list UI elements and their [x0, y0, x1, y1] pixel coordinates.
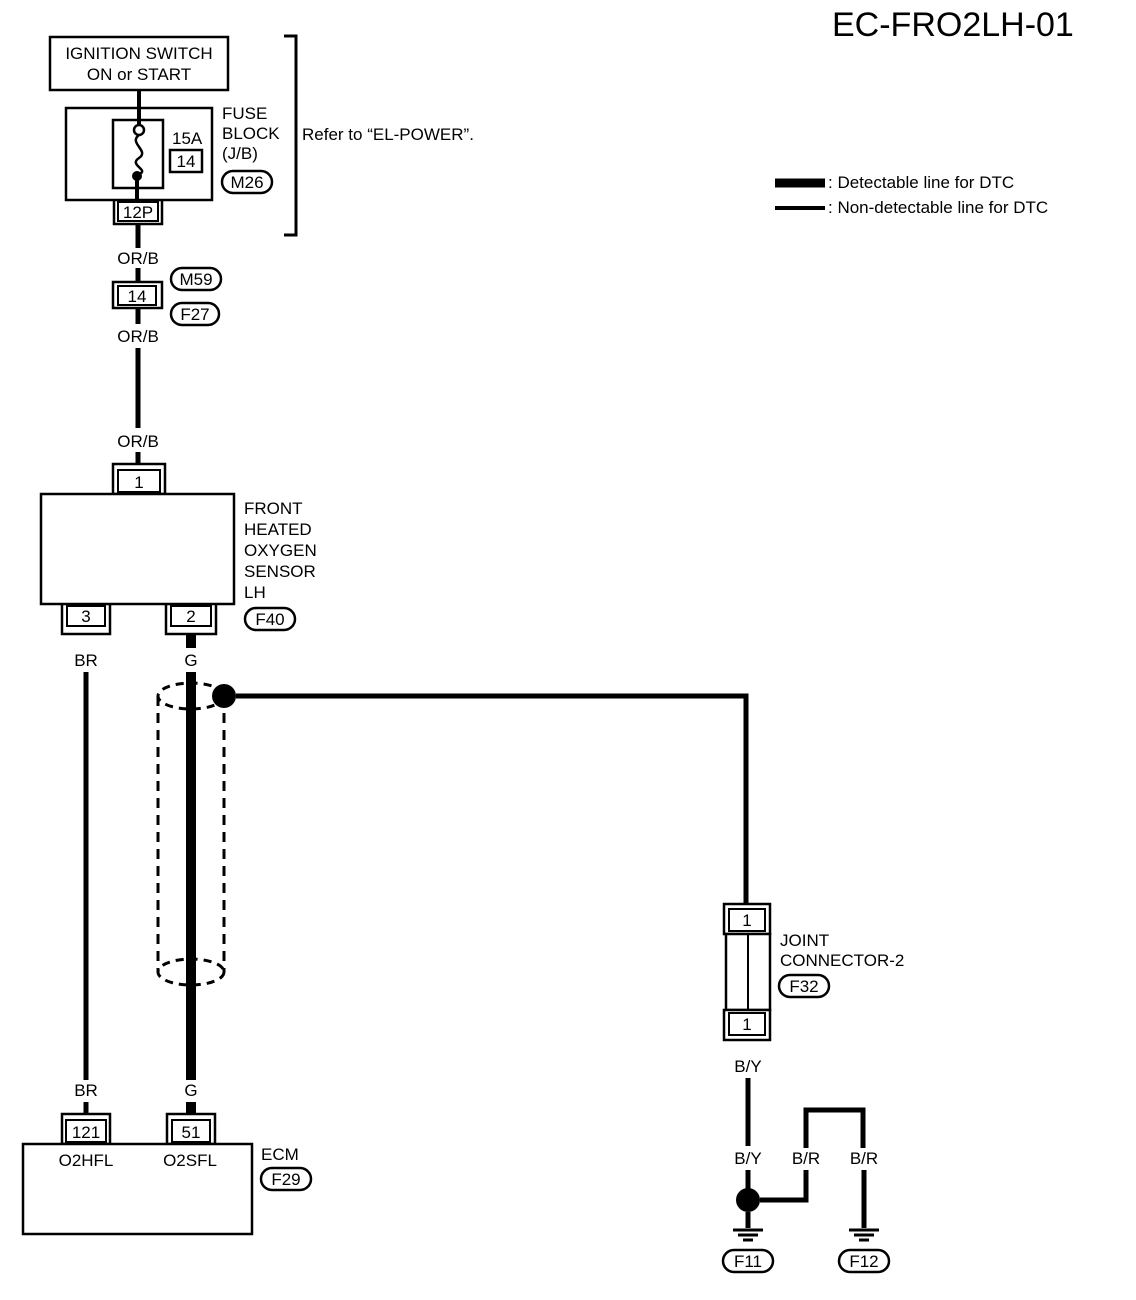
wire-br-top: BR: [74, 651, 98, 670]
sensor-connector: F40: [255, 610, 284, 629]
ground-icon: [733, 1228, 763, 1242]
fuse-block: 15A 14 FUSE BLOCK (J/B) M26 12P: [64, 90, 280, 226]
wire-orb-2: OR/B: [117, 327, 159, 346]
inline-connector: 14 M59 F27: [111, 266, 223, 327]
wire-br-bottom: BR: [74, 1081, 98, 1100]
ignition-line1: IGNITION SWITCH: [65, 44, 212, 63]
sensor-pin-right: 2: [186, 607, 195, 626]
sensor-pin-top: 1: [134, 473, 143, 492]
wire-orb-3: OR/B: [117, 432, 159, 451]
wire-br-1: B/R: [792, 1149, 820, 1168]
refer-note: Refer to “EL-POWER”.: [302, 125, 474, 144]
joint-pin-bottom: 1: [742, 1015, 751, 1034]
ground-f12: F12: [849, 1252, 878, 1271]
joint-line2: CONNECTOR-2: [780, 951, 904, 970]
inline-connector-top: M59: [179, 270, 212, 289]
sensor-line2: HEATED: [244, 520, 312, 539]
sensor-line1: FRONT: [244, 499, 303, 518]
ecm-pin-left: 121: [72, 1123, 100, 1142]
inline-connector-bottom: F27: [180, 305, 209, 324]
shield-splice-dot: [212, 684, 236, 708]
ecm-term-left: O2HFL: [59, 1151, 114, 1170]
inline-connector-pin: 14: [128, 287, 147, 306]
ecm: 121 51 O2HFL O2SFL ECM F29: [21, 1112, 313, 1236]
diagram-code: EC-FRO2LH-01: [832, 6, 1074, 44]
ecm-term-right: O2SFL: [163, 1151, 217, 1170]
sensor-pin-left: 3: [81, 607, 90, 626]
joint-line1: JOINT: [780, 931, 829, 950]
ground-f11: F11: [734, 1252, 762, 1271]
ground-icon: [849, 1228, 879, 1242]
fuse-block-pin: 12P: [123, 203, 153, 222]
wire-br-2: B/R: [850, 1149, 878, 1168]
legend-detectable: : Detectable line for DTC: [828, 173, 1014, 192]
ground-splice-dot: [736, 1188, 760, 1212]
wire-orb-1: OR/B: [117, 249, 159, 268]
sensor-line3: OXYGEN: [244, 541, 317, 560]
ecm-connector: F29: [271, 1170, 300, 1189]
wire-g-top: G: [184, 651, 197, 670]
wire-g-bottom: G: [184, 1081, 197, 1100]
joint-pin-top: 1: [742, 911, 751, 930]
fuse-icon: [134, 133, 144, 176]
ignition-line2: ON or START: [87, 65, 191, 84]
joint-connector-id: F32: [789, 977, 818, 996]
joint-connector: 1 1 JOINT CONNECTOR-2 F32: [722, 902, 904, 1042]
fuse-block-line3: (J/B): [222, 144, 258, 163]
fuse-block-line2: BLOCK: [222, 124, 280, 143]
ignition-switch: IGNITION SWITCH ON or START: [48, 35, 230, 92]
sensor-line4: SENSOR: [244, 562, 316, 581]
fuse-block-connector: M26: [230, 173, 263, 192]
legend: : Detectable line for DTC : Non-detectab…: [775, 173, 1048, 217]
fuse-number: 14: [177, 152, 196, 171]
wire-by-bottom: B/Y: [734, 1149, 761, 1168]
refer-bracket: [284, 34, 298, 237]
ecm-name: ECM: [261, 1145, 299, 1164]
wire-by-top: B/Y: [734, 1057, 761, 1076]
front-heated-oxygen-sensor: 1 FRONT HEATED OXYGEN SENSOR LH F40 3 2: [39, 462, 317, 636]
shield: [156, 681, 236, 987]
sensor-line5: LH: [244, 583, 266, 602]
legend-non-detectable: : Non-detectable line for DTC: [828, 198, 1048, 217]
fuse-block-line1: FUSE: [222, 104, 267, 123]
ecm-pin-right: 51: [182, 1123, 201, 1142]
fuse-amps: 15A: [172, 129, 203, 148]
